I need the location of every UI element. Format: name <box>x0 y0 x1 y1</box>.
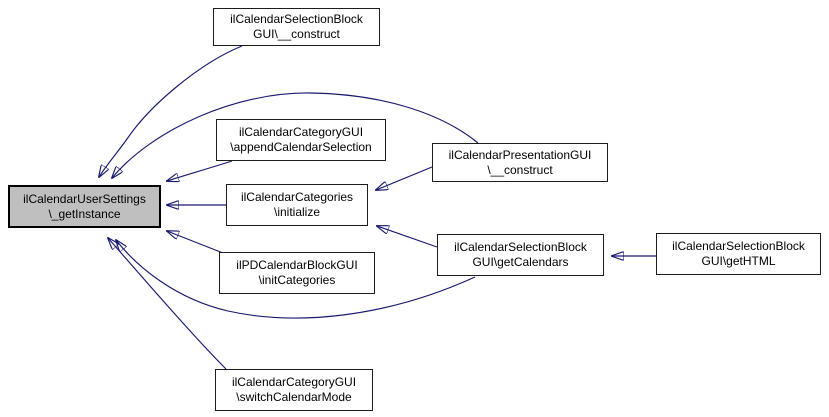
node-ilcalendarpresentationgui-construct[interactable]: ilCalendarPresentationGUI \__construct <box>432 143 608 182</box>
node-label-line2: GUI\getHTML <box>701 254 776 268</box>
node-label-line2: GUI\__construct <box>253 27 340 41</box>
edge-switch-calendar-mode-to-getinstance <box>108 238 227 370</box>
edge-selectionblock-construct-to-getinstance <box>99 45 243 177</box>
edge-presentation-construct-to-getinstance <box>112 92 479 178</box>
edge-get-calendars-to-initialize <box>377 226 438 248</box>
node-label-line1: ilCalendarCategoryGUI <box>231 375 357 389</box>
node-ilcalendarcategorygui-switchcalendarmode[interactable]: ilCalendarCategoryGUI \switchCalendarMod… <box>215 369 373 411</box>
node-label-line1: ilCalendarSelectionBlock <box>454 240 587 254</box>
node-label-line1: ilCalendarCategoryGUI <box>238 125 364 139</box>
edge-init-categories-to-getinstance <box>167 231 224 254</box>
node-label-line1: ilCalendarSelectionBlock <box>230 12 363 26</box>
node-label-line2: \initialize <box>273 205 321 219</box>
node-label-line2: \__construct <box>487 162 553 177</box>
node-ilcalendarselectionblockgui-gethtml[interactable]: ilCalendarSelectionBlock GUI\getHTML <box>656 233 821 275</box>
node-label-line1: ilCalendarCategories <box>240 190 354 204</box>
node-ilcalendarselectionblockgui-construct[interactable]: ilCalendarSelectionBlock GUI\__construct <box>213 8 380 46</box>
node-ilcalendarusersettings-getinstance: ilCalendarUserSettings \_getInstance <box>8 185 161 228</box>
node-label-line1: ilCalendarPresentationGUI <box>448 147 592 162</box>
node-label-line1: ilCalendarSelectionBlock <box>672 239 805 253</box>
edge-get-calendars-to-getinstance <box>116 240 476 319</box>
edge-append-calendar-selection-to-getinstance <box>167 160 233 181</box>
node-ilpdcalendarblockgui-initcategories[interactable]: ilPDCalendarBlockGUI \initCategories <box>219 252 375 294</box>
edge-presentation-construct-to-initialize <box>376 166 433 190</box>
node-label-line1: ilCalendarUserSettings <box>23 191 146 206</box>
node-label-line1: ilPDCalendarBlockGUI <box>236 258 358 272</box>
node-ilcalendarcategories-initialize[interactable]: ilCalendarCategories \initialize <box>226 184 368 226</box>
node-ilcalendarselectionblockgui-getcalendars[interactable]: ilCalendarSelectionBlock GUI\getCalendar… <box>437 234 604 276</box>
node-label-line2: \_getInstance <box>48 206 121 221</box>
node-label-line2: \switchCalendarMode <box>236 390 352 404</box>
node-label-line2: GUI\getCalendars <box>472 255 569 269</box>
node-label-line2: \initCategories <box>258 273 336 287</box>
node-ilcalendarcategorygui-appendcalendarselection[interactable]: ilCalendarCategoryGUI \appendCalendarSel… <box>216 119 386 161</box>
node-label-line2: \appendCalendarSelection <box>230 140 372 154</box>
